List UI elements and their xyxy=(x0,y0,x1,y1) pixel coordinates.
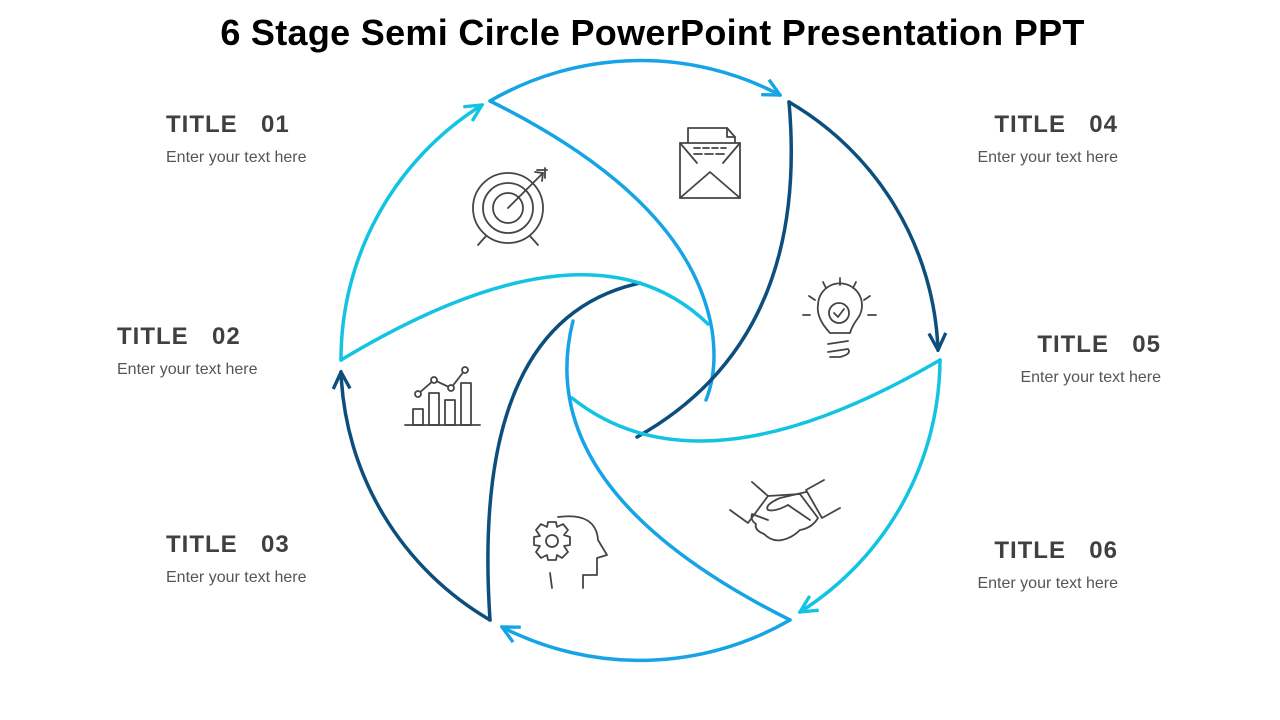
stage-04: TITLE 04 Enter your text here xyxy=(858,111,1118,167)
inner-curve-01 xyxy=(488,99,716,402)
stage-06: TITLE 06 Enter your text here xyxy=(858,537,1118,593)
stage-text: Enter your text here xyxy=(166,569,307,586)
inner-curve-03 xyxy=(486,281,642,622)
slide-title: 6 Stage Semi Circle PowerPoint Presentat… xyxy=(220,12,1085,53)
stage-text: Enter your text here xyxy=(977,149,1118,166)
inner-curve-02 xyxy=(339,273,710,362)
stage-title: TITLE 05 xyxy=(1037,331,1161,358)
stage-title: TITLE 01 xyxy=(166,111,290,138)
arc-stage-03 xyxy=(341,372,492,622)
arc-stage-06 xyxy=(502,618,792,663)
head-gear-icon xyxy=(533,515,608,589)
stage-text: Enter your text here xyxy=(166,149,307,166)
arc-stage-02 xyxy=(339,105,482,362)
stage-01: TITLE 01 Enter your text here xyxy=(166,111,426,167)
stage-text: Enter your text here xyxy=(117,361,258,378)
stage-03: TITLE 03 Enter your text here xyxy=(166,531,426,587)
stage-text: Enter your text here xyxy=(977,575,1118,592)
stage-title: TITLE 06 xyxy=(994,537,1118,564)
stage-05: TITLE 05 Enter your text here xyxy=(901,331,1161,387)
lightbulb-icon xyxy=(802,277,877,358)
stage-text: Enter your text here xyxy=(1020,369,1161,386)
inner-curve-04 xyxy=(635,100,793,439)
arc-stage-05 xyxy=(800,358,942,612)
target-icon xyxy=(472,167,548,246)
inner-curve-06 xyxy=(565,319,792,622)
inner-curve-05 xyxy=(570,358,942,443)
arc-stage-01 xyxy=(488,58,780,103)
stage-title: TITLE 04 xyxy=(994,111,1118,138)
bar-chart-icon xyxy=(404,366,481,426)
stage-title: TITLE 02 xyxy=(117,323,241,350)
stage-02: TITLE 02 Enter your text here xyxy=(117,323,377,379)
stage-title: TITLE 03 xyxy=(166,531,290,558)
arc-stage-04 xyxy=(787,100,938,350)
envelope-icon xyxy=(679,127,741,199)
handshake-icon xyxy=(729,479,841,542)
